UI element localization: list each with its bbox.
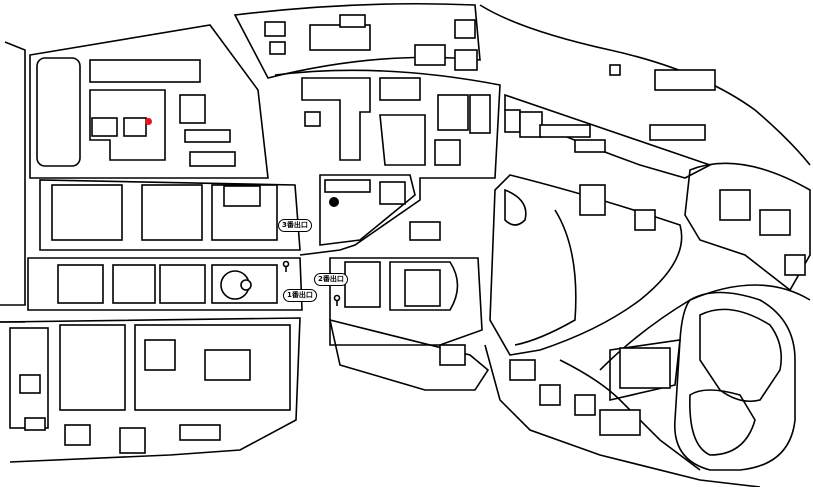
map-symbols xyxy=(282,197,341,306)
exit-3-label[interactable]: 3番出口 xyxy=(278,219,312,232)
exit-1-label[interactable]: 1番出口 xyxy=(283,289,317,302)
exit-2-label[interactable]: 2番出口 xyxy=(314,273,348,286)
info-pin-icon xyxy=(333,294,341,306)
buildings xyxy=(9,14,806,454)
location-dot-icon xyxy=(145,118,152,125)
bus-stop-icon xyxy=(329,197,339,207)
info-pin-icon xyxy=(282,260,290,272)
